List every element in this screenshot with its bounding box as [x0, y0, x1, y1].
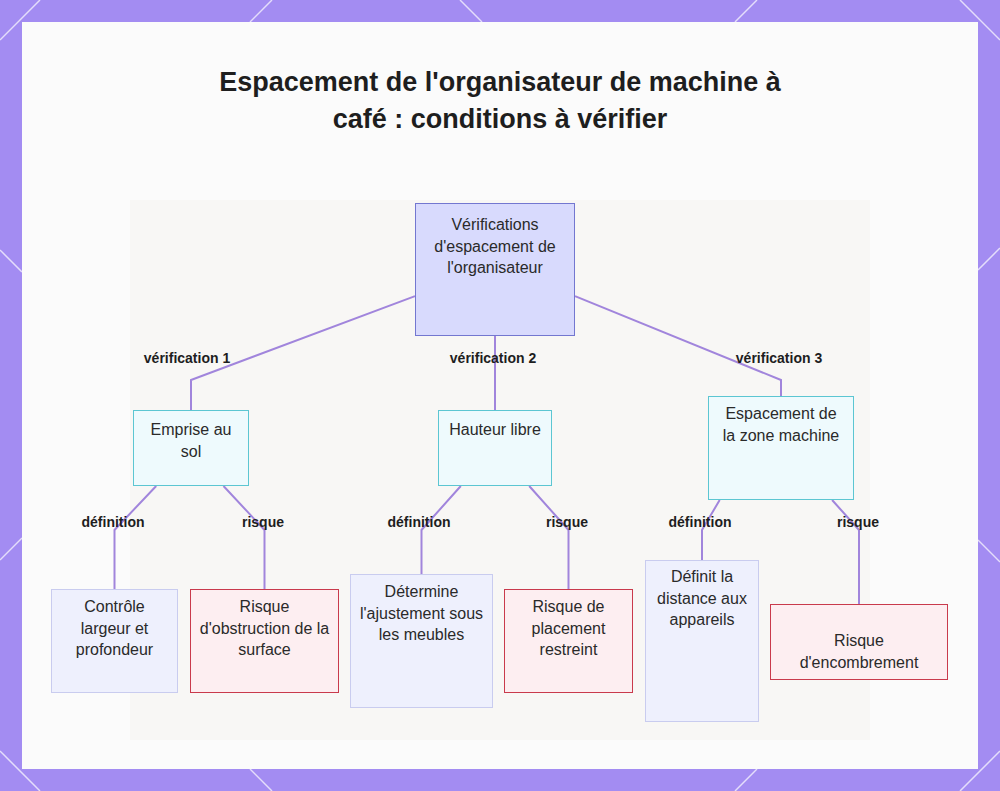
connector-line [422, 486, 461, 574]
edge-label: définition [82, 514, 145, 530]
node-text: Hauteur libre [449, 419, 541, 441]
risk-box: Risque de placement restreint [504, 589, 633, 693]
definition-box: Définit la distance aux appareils [645, 560, 759, 722]
check-box: Espacement de la zone machine [708, 396, 854, 500]
check-box: Hauteur libre [438, 410, 552, 486]
edge-label: risque [242, 514, 284, 530]
edge-label: vérification 1 [144, 350, 230, 366]
connector-line [494, 336, 496, 410]
edge-label: définition [388, 514, 451, 530]
node-text: Risque d'encombrement [779, 630, 939, 673]
connector-line [223, 486, 264, 589]
check-box: Emprise au sol [133, 410, 249, 486]
node-text: Risque d'obstruction de la surface [199, 596, 330, 661]
root-box: Vérifications d'espacement de l'organisa… [415, 203, 575, 336]
node-text: Vérifications d'espacement de l'organisa… [424, 214, 566, 279]
diagram-title: Espacement de l'organisateur de machine … [200, 64, 800, 138]
risk-box: Risque d'encombrement [770, 604, 948, 680]
connector-line [115, 486, 157, 589]
node-text: Emprise au sol [142, 419, 240, 462]
node-text: Contrôle largeur et profondeur [60, 596, 169, 661]
connector-line [702, 500, 720, 560]
node-text: Détermine l'ajustement sous les meubles [359, 581, 484, 646]
edge-label: vérification 3 [736, 350, 822, 366]
connector-line [529, 486, 568, 589]
node-text: Risque de placement restreint [513, 596, 624, 661]
node-text: Définit la distance aux appareils [654, 566, 750, 631]
edge-label: définition [669, 514, 732, 530]
risk-box: Risque d'obstruction de la surface [190, 589, 339, 693]
edge-label: risque [546, 514, 588, 530]
definition-box: Détermine l'ajustement sous les meubles [350, 574, 493, 708]
connector-line [575, 296, 781, 396]
node-text: Espacement de la zone machine [717, 403, 845, 446]
edge-label: vérification 2 [450, 350, 536, 366]
edge-label: risque [837, 514, 879, 530]
definition-box: Contrôle largeur et profondeur [51, 589, 178, 693]
